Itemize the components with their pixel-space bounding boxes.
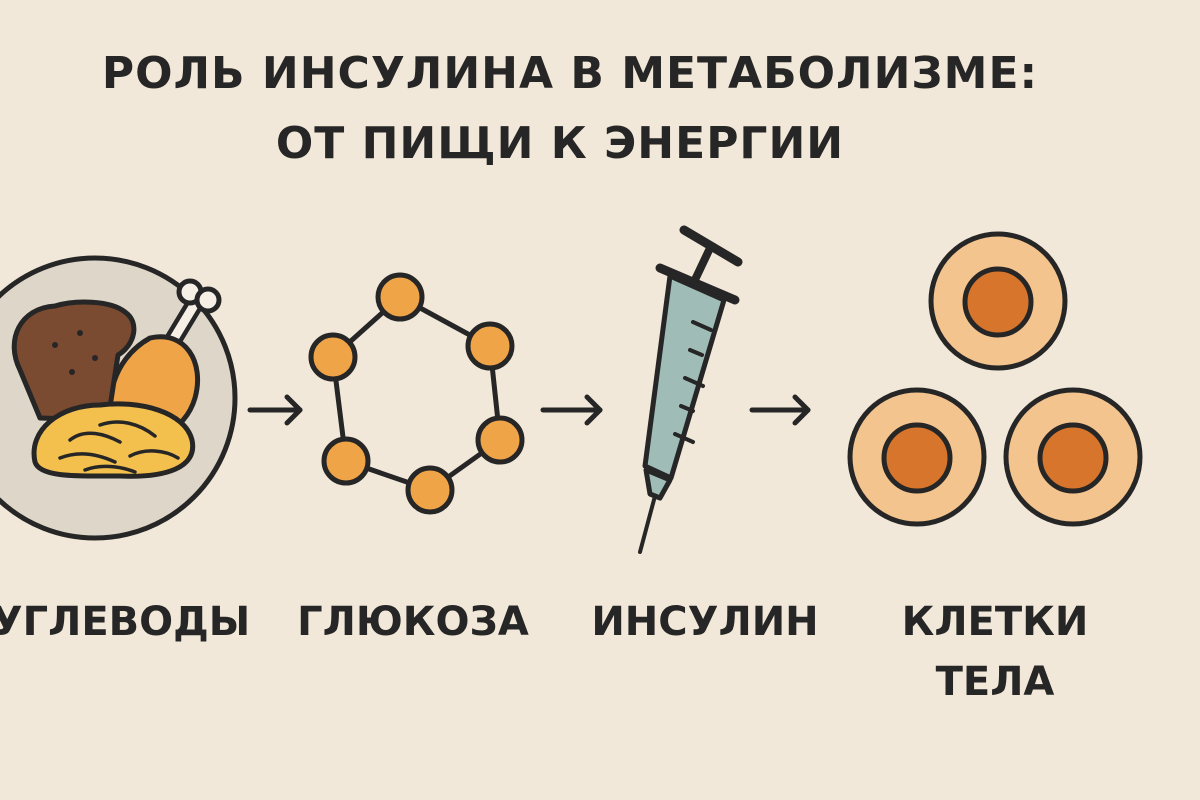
syringe-icon [638,225,743,554]
title-line-2: ОТ ПИЩИ К ЭНЕРГИИ [275,118,845,169]
insulin-label: ИНСУЛИН [591,599,819,645]
food-plate-icon [0,255,238,541]
arrow-icon [247,394,303,426]
body-cells-label-line-1: КЛЕТКИ [901,599,1089,645]
carbohydrates-label: УГЛЕВОДЫ [0,599,251,645]
arrow-icon [540,394,603,426]
body-cells-icon [847,231,1143,527]
arrow-icon [749,394,811,426]
glucose-label: ГЛЮКОЗА [297,599,529,645]
glucose-molecule-icon [308,272,525,515]
body-cells-label-line-2: ТЕЛА [935,659,1055,705]
title-line-1: РОЛЬ ИНСУЛИНА В МЕТАБОЛИЗМЕ: [101,48,1039,99]
